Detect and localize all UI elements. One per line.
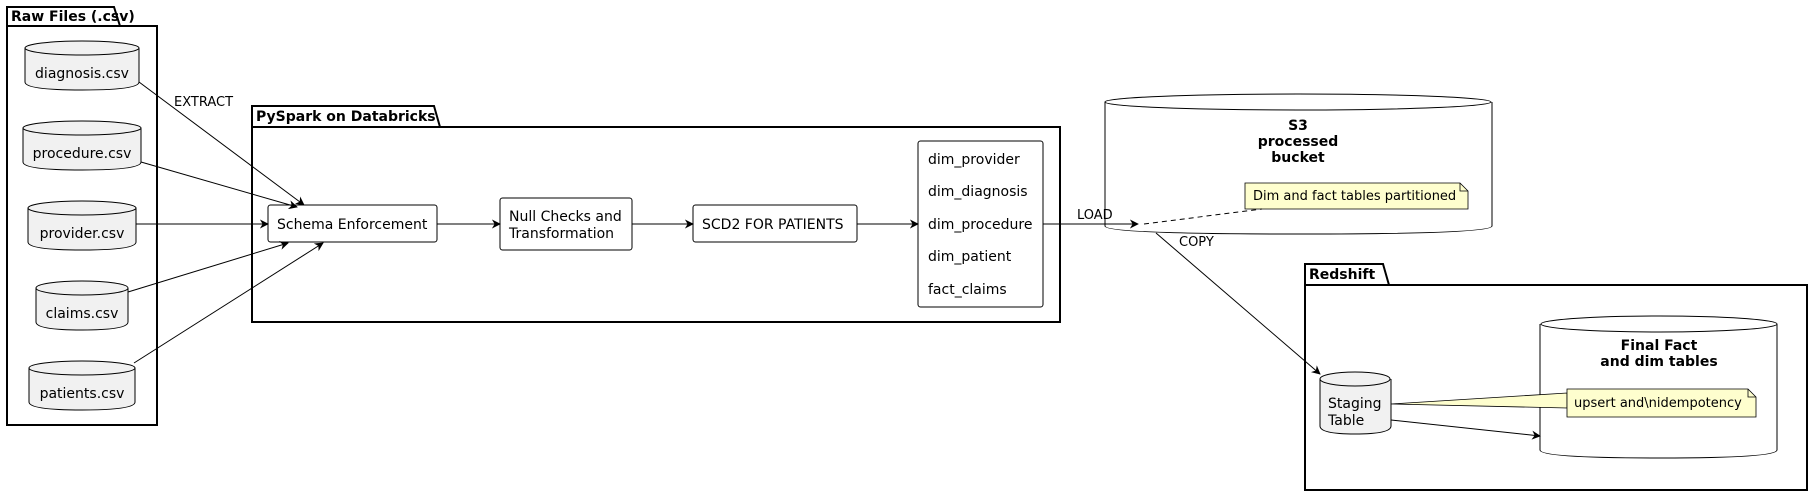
db-title-line3: bucket bbox=[1271, 150, 1325, 166]
package-pyspark: PySpark on Databricks bbox=[251, 105, 1061, 323]
db-label: provider.csv bbox=[40, 226, 125, 242]
db-label: diagnosis.csv bbox=[35, 66, 129, 82]
db-staging-table: Staging Table bbox=[1319, 371, 1392, 435]
edge-label-extract: EXTRACT bbox=[174, 95, 233, 110]
table-name: dim_procedure bbox=[928, 217, 1032, 233]
box-label-line1: Null Checks and bbox=[509, 209, 622, 225]
db-patients-csv: patients.csv bbox=[28, 360, 136, 411]
box-label: SCD2 FOR PATIENTS bbox=[702, 217, 844, 233]
db-final-fact-dim: Final Fact and dim tables bbox=[1539, 315, 1778, 459]
db-label-line2: Table bbox=[1327, 413, 1364, 429]
note-upsert: upsert and\nidempotency bbox=[1566, 388, 1757, 418]
box-label: Schema Enforcement bbox=[277, 217, 428, 233]
db-title-line2: processed bbox=[1258, 134, 1339, 150]
db-label: claims.csv bbox=[46, 306, 119, 322]
db-s3-processed-bucket: S3 processed bucket bbox=[1104, 93, 1493, 235]
table-name: dim_diagnosis bbox=[928, 184, 1028, 200]
box-null-checks: Null Checks and Transformation bbox=[499, 197, 633, 251]
edges bbox=[127, 81, 1541, 440]
db-title-line2: and dim tables bbox=[1600, 354, 1717, 370]
note-connector bbox=[1143, 208, 1263, 225]
package-title-raw: Raw Files (.csv) bbox=[11, 9, 135, 25]
db-label-line1: Staging bbox=[1328, 396, 1382, 412]
edge-label-copy: COPY bbox=[1179, 235, 1214, 250]
box-output-tables: dim_provider dim_diagnosis dim_procedure… bbox=[917, 140, 1044, 308]
note-text: Dim and fact tables partitioned bbox=[1253, 189, 1456, 204]
db-diagnosis-csv: diagnosis.csv bbox=[24, 40, 140, 91]
table-name: dim_patient bbox=[928, 249, 1012, 265]
db-provider-csv: provider.csv bbox=[27, 200, 137, 251]
edge-diagnosis-to-schema bbox=[138, 81, 305, 206]
db-claims-csv: claims.csv bbox=[35, 280, 129, 331]
db-label: patients.csv bbox=[40, 386, 125, 402]
note-s3-partitioned: Dim and fact tables partitioned bbox=[1244, 182, 1469, 210]
edge-procedure-to-schema bbox=[140, 161, 298, 210]
table-name: dim_provider bbox=[928, 152, 1020, 168]
edge-patients-to-schema bbox=[133, 242, 324, 364]
package-title-redshift: Redshift bbox=[1309, 267, 1375, 283]
edge-s3-to-staging bbox=[1155, 232, 1321, 375]
edge-staging-to-final bbox=[1390, 419, 1541, 440]
note-text: upsert and\nidempotency bbox=[1574, 396, 1742, 411]
table-name: fact_claims bbox=[928, 282, 1007, 298]
db-label: procedure.csv bbox=[33, 146, 132, 162]
box-schema-enforcement: Schema Enforcement bbox=[267, 204, 438, 243]
box-label-line2: Transformation bbox=[508, 226, 614, 242]
edge-label-load: LOAD bbox=[1077, 208, 1113, 223]
edge-claims-to-schema bbox=[127, 241, 289, 293]
db-title-line1: Final Fact bbox=[1621, 338, 1698, 354]
db-procedure-csv: procedure.csv bbox=[22, 120, 142, 171]
package-title-pyspark: PySpark on Databricks bbox=[256, 109, 436, 125]
box-scd2-patients: SCD2 FOR PATIENTS bbox=[692, 204, 858, 243]
db-title-line1: S3 bbox=[1288, 118, 1308, 134]
